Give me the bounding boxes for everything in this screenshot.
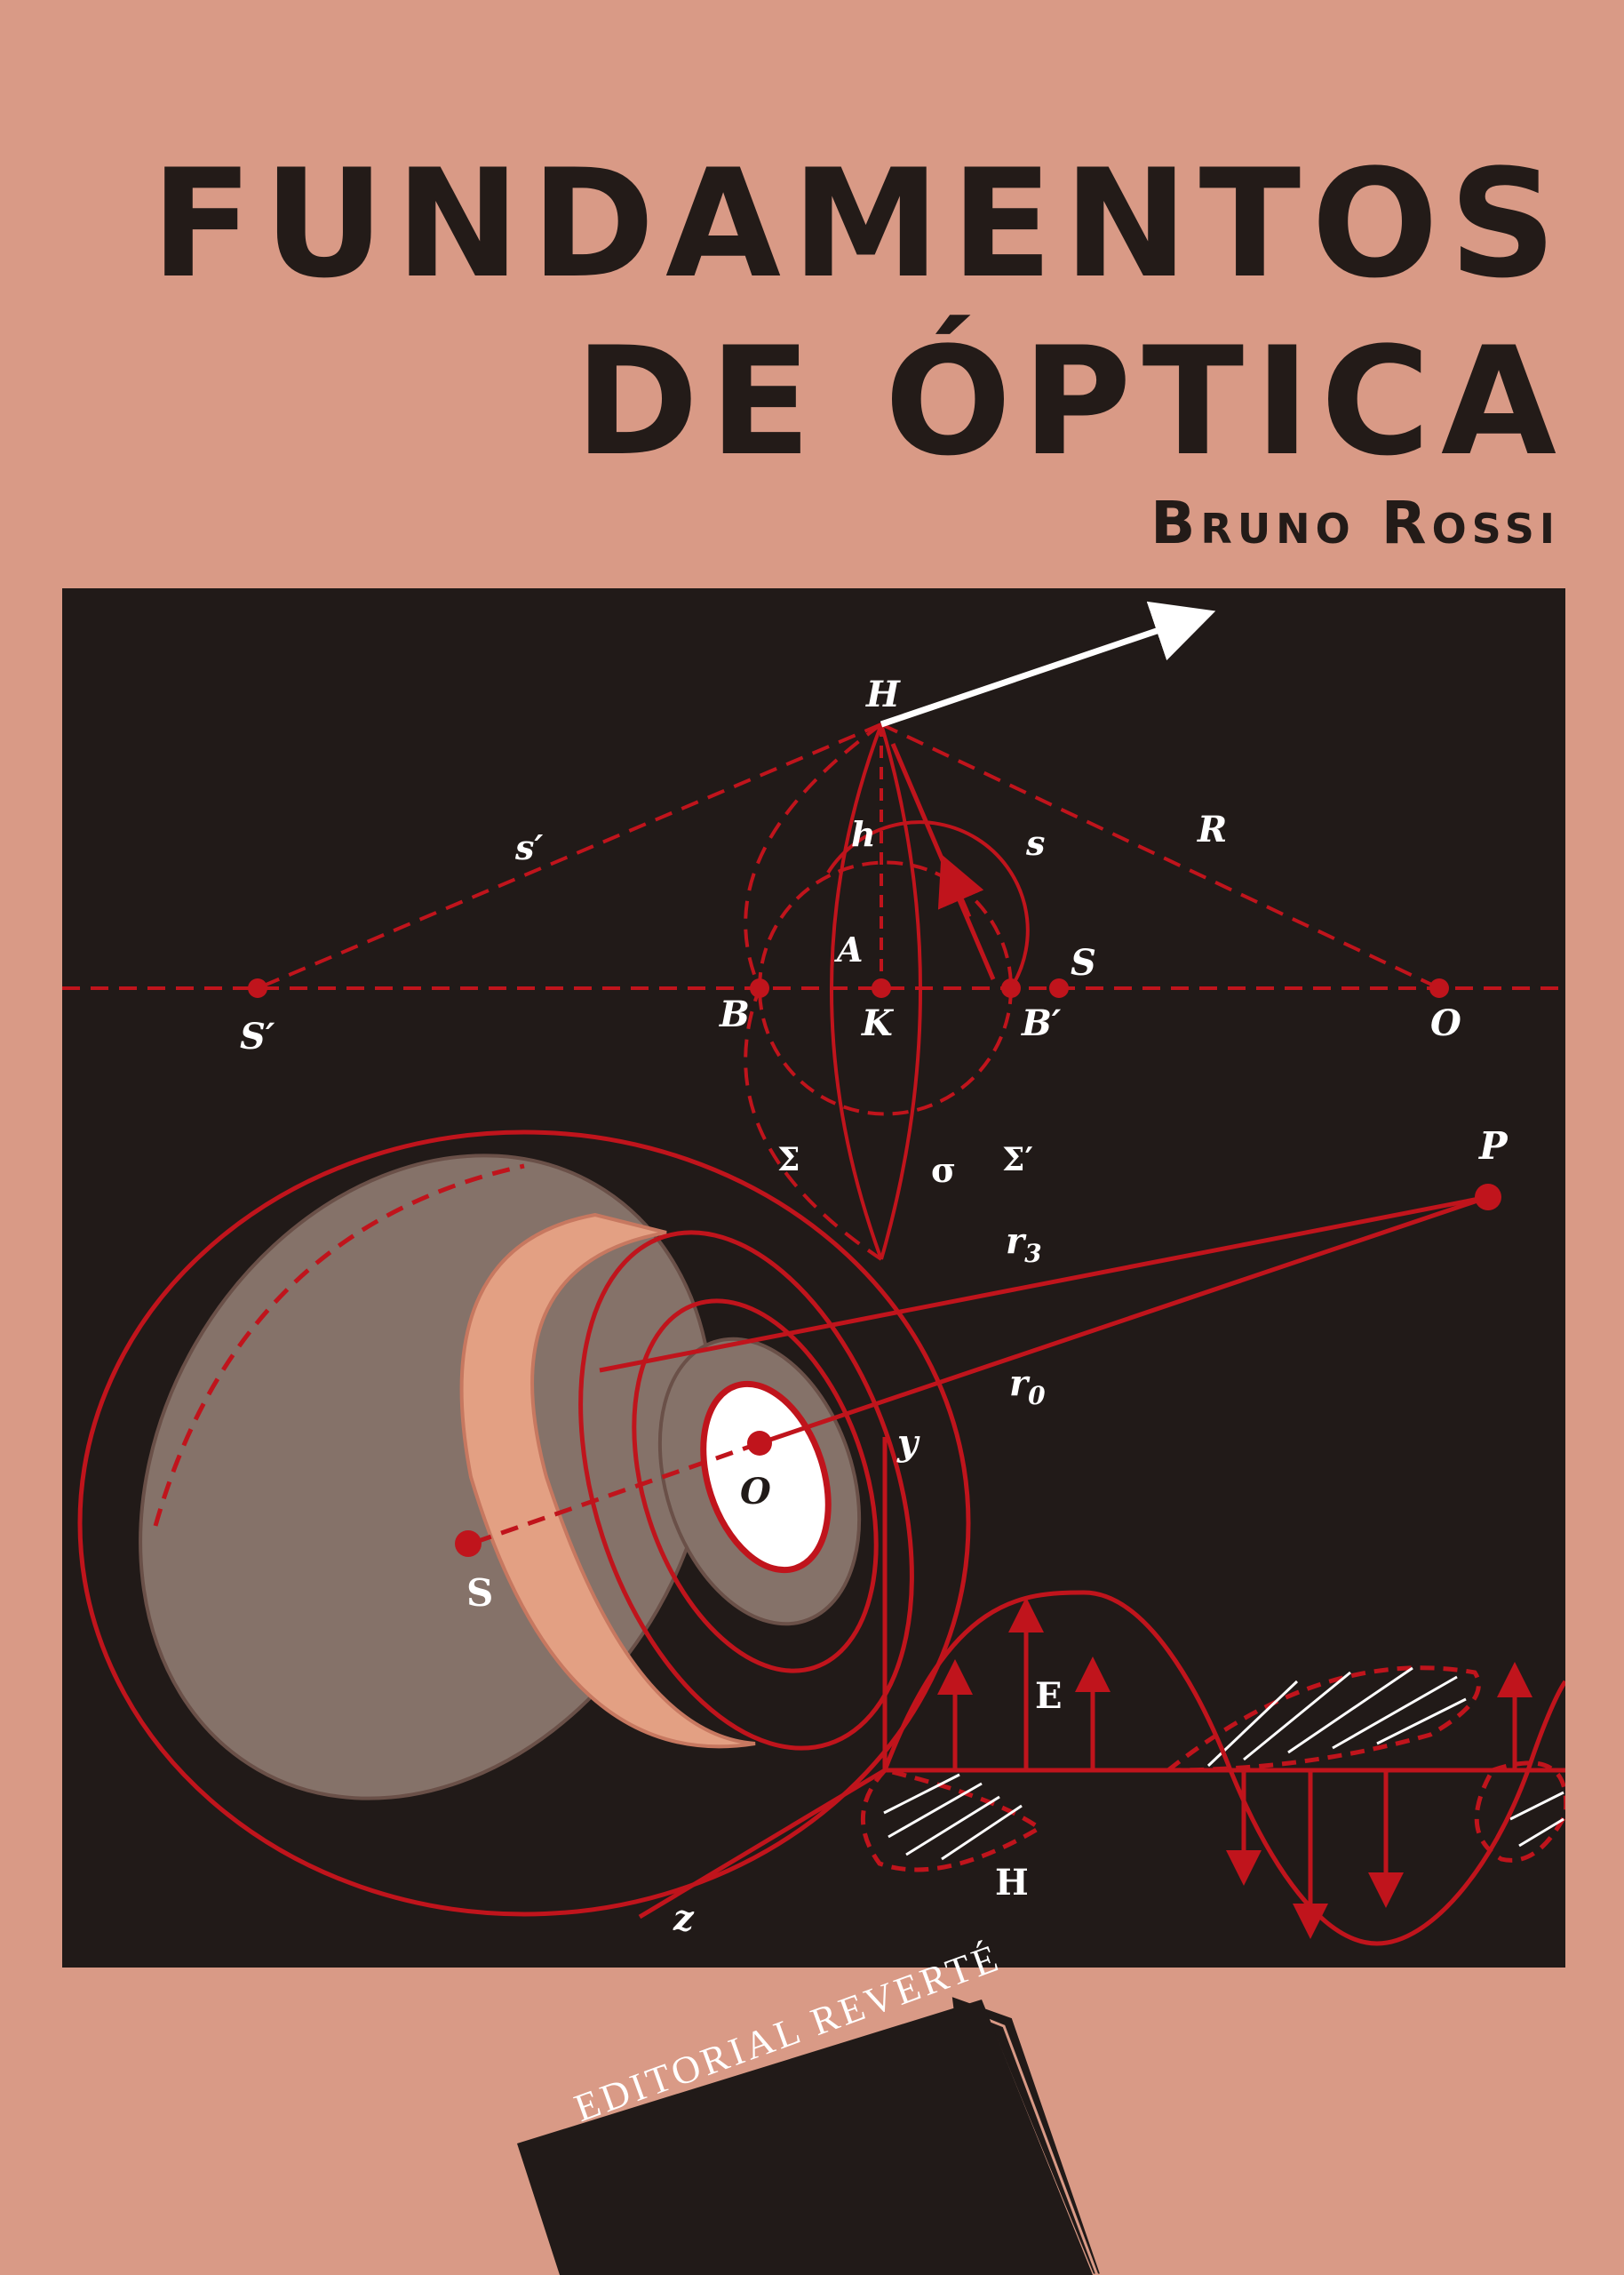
label-r3: r3 — [1006, 1220, 1042, 1268]
label-r3-main: r — [1006, 1220, 1027, 1262]
label-Sigma-prime: Σ′ — [1002, 1141, 1033, 1178]
author-name: Bruno Rossi — [1150, 489, 1560, 557]
label-H: H — [865, 674, 901, 715]
label-S-prime: S′ — [240, 1016, 275, 1058]
label-z: z — [673, 1897, 695, 1939]
label-P: P — [1478, 1124, 1509, 1168]
label-s: s — [1025, 823, 1045, 863]
label-O-top: O — [1430, 1002, 1461, 1044]
label-Sigma: Σ — [777, 1141, 800, 1178]
label-K: K — [861, 1002, 895, 1044]
label-B: B — [719, 994, 750, 1035]
label-sigma: σ — [931, 1150, 956, 1190]
label-r0-main: r — [1009, 1362, 1031, 1404]
label-R: R — [1197, 809, 1227, 850]
label-B-prime: B′ — [1021, 1002, 1062, 1044]
label-r3-sub: 3 — [1024, 1239, 1041, 1268]
wave-diagram: y E H z — [638, 1422, 1565, 1946]
cover-illustration: H h s R s′ A S S′ B K B′ O Σ σ Σ′ — [62, 588, 1565, 1968]
label-y: y — [896, 1422, 920, 1464]
label-S-top: S — [1071, 942, 1096, 984]
label-r0: r0 — [1009, 1362, 1046, 1410]
label-E: E — [1035, 1675, 1063, 1717]
label-O-center: O — [740, 1471, 771, 1513]
label-A: A — [834, 930, 863, 970]
lens-diagram: H h s R s′ A S S′ B K B′ O Σ σ Σ′ — [62, 601, 1565, 1261]
label-h: h — [851, 814, 876, 854]
label-H-field: H — [995, 1862, 1029, 1904]
title-line-1: FUNDAMENTOS — [150, 137, 1567, 311]
label-S-bottom: S — [466, 1571, 493, 1615]
label-r0-sub: 0 — [1028, 1381, 1046, 1410]
title-line-2: DE ÓPTICA — [574, 315, 1567, 489]
sphere-diagram: P r3 r0 O S — [77, 1124, 1509, 1917]
label-s-prime: s′ — [514, 827, 543, 867]
